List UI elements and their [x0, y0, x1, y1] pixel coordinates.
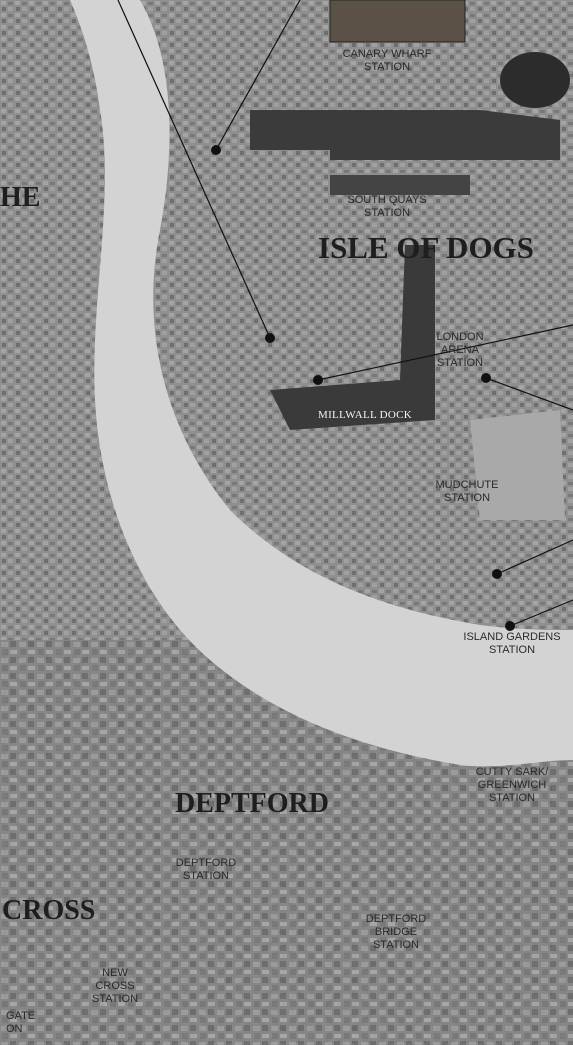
area-label-isle-of-dogs: ISLE OF DOGS — [318, 230, 534, 265]
callout-dot — [265, 333, 275, 343]
station-label-south-quays: SOUTH QUAYS STATION — [347, 194, 427, 219]
open-space — [470, 410, 565, 520]
dock-label-millwall: MILLWALL DOCK — [317, 409, 413, 421]
reservoir — [500, 52, 570, 108]
river-thames — [70, 0, 573, 767]
station-label-deptford: DEPTFORD STATION — [175, 857, 237, 882]
station-label-partial: GATE ON — [6, 1010, 36, 1035]
millwall-dock-outer — [270, 245, 435, 430]
callout-dot — [313, 375, 323, 385]
station-label-canary-wharf: CANARY WHARF STATION — [342, 48, 432, 73]
station-label-london-arena: LONDON ARENA STATION — [436, 331, 484, 369]
callout-dot — [505, 621, 515, 631]
callout-dot — [211, 145, 221, 155]
canary-wharf-photo — [329, 0, 466, 43]
station-label-new-cross: NEW CROSS STATION — [91, 967, 139, 1005]
area-label-he: HE — [0, 182, 41, 213]
callout-dot — [492, 569, 502, 579]
station-label-mudchute: MUDCHUTE STATION — [435, 479, 499, 504]
station-label-deptford-bridge: DEPTFORD BRIDGE STATION — [365, 913, 427, 951]
station-label-island-gardens: ISLAND GARDENS STATION — [463, 631, 561, 656]
station-label-cutty-sark: CUTTY SARK/ GREENWICH STATION — [475, 766, 549, 804]
callout-dot — [481, 373, 491, 383]
area-label-deptford: DEPTFORD — [175, 788, 329, 819]
area-label-cross: CROSS — [2, 895, 96, 926]
south-dock — [330, 175, 470, 195]
canary-wharf-dock — [250, 110, 560, 160]
